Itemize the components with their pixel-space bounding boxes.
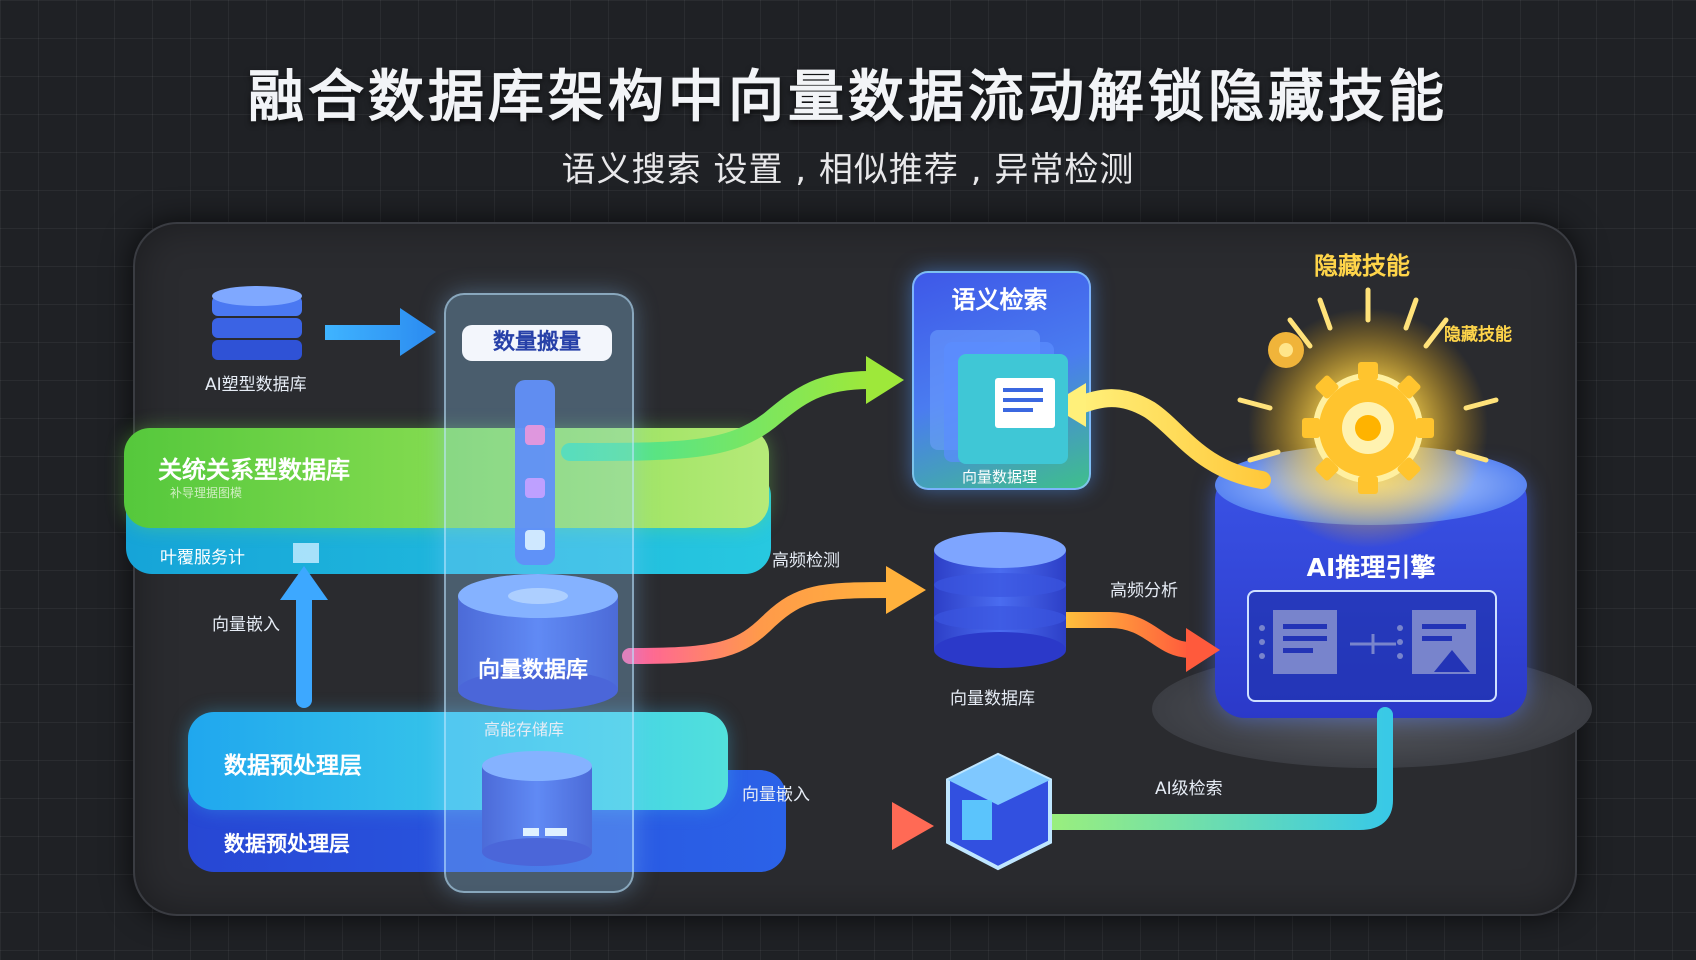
- relational-db-sub: 补导理据图模: [170, 486, 243, 500]
- high-analysis-label: 高频分析: [1110, 581, 1178, 601]
- column-label: 数量搬量: [462, 325, 612, 361]
- ai-engine-frame: [1247, 590, 1497, 702]
- preprocess-front-label: 数据预处理层: [224, 753, 362, 779]
- vector-column-icon: [515, 380, 555, 565]
- document-stack-icon: [930, 330, 1068, 464]
- vector-db-mid-label: 向量数据库: [950, 689, 1035, 709]
- cylinder-db-icon: [934, 532, 1066, 668]
- relational-bottom-label: 叶覆服务计: [160, 548, 245, 568]
- high-freq-label: 高频检测: [772, 551, 840, 571]
- page-title: 融合数据库架构中向量数据流动解锁隐藏技能: [248, 65, 1448, 130]
- database-stack-icon: [212, 286, 302, 360]
- vector-db-main-label: 向量数据库: [478, 658, 589, 683]
- storage-label: 高能存储库: [484, 720, 565, 739]
- preprocess-band-front: [188, 712, 728, 810]
- hidden-skills-sub: 隐藏技能: [1444, 325, 1512, 345]
- vector-embed-left-label: 向量嵌入: [212, 615, 280, 635]
- hidden-skills-label: 隐藏技能: [1314, 252, 1410, 280]
- preprocess-back-label: 数据预处理层: [224, 832, 350, 856]
- gear-icon: [1237, 287, 1499, 548]
- semantic-search-label: 语义检索: [951, 286, 1048, 314]
- page-subtitle: 语义搜索 设置 , 相似推荐 , 异常检测: [561, 150, 1135, 190]
- vector-flow-column: [444, 293, 634, 893]
- relational-db-label: 关统关系型数据库: [158, 456, 350, 484]
- preprocess-db-icon: [482, 751, 592, 866]
- ai-db-label: AI塑型数据库: [205, 375, 307, 395]
- vector-embed-bottom-label: 向量嵌入: [742, 785, 810, 805]
- ai-search-label: AI级检索: [1155, 779, 1223, 799]
- cube-icon: [946, 752, 1052, 871]
- arrow-right-icon: [325, 308, 436, 356]
- vector-db-cylinder: [458, 574, 618, 710]
- ai-engine-label: AI推理引擎: [1306, 553, 1436, 582]
- semantic-search-sub: 向量数据理: [961, 468, 1037, 486]
